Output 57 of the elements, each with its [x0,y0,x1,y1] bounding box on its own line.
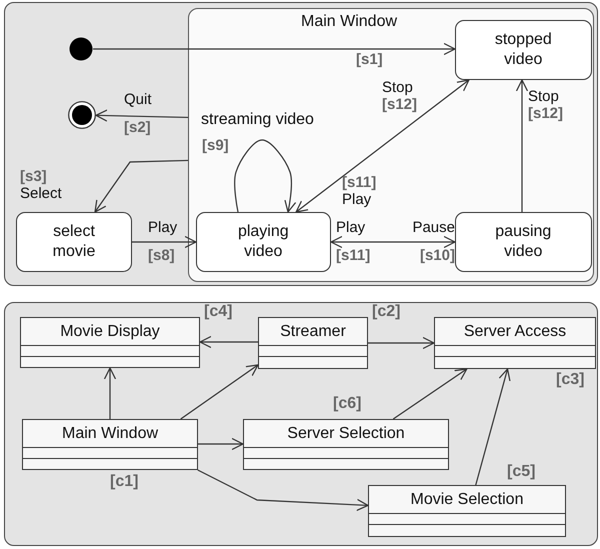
association-arrow [198,438,244,450]
state-box [196,212,331,272]
class-name: Movie Display [59,322,161,342]
association-arrow [392,368,468,420]
association-arrow [197,469,369,511]
association-arrow [475,368,511,486]
association-arrow [199,336,258,348]
class-box [258,317,368,369]
edge-label: Pause [s10] [411,218,455,266]
transition-arrow [516,79,528,212]
edge-label: [s3] Select [20,168,63,202]
initial-state [69,37,93,61]
state-box [16,212,132,272]
state-name: stopped video [494,30,553,70]
state-name: select movie [52,222,96,262]
edge-label: Stop [s12] [382,79,418,114]
edge-label: Quit [s2] [124,90,153,138]
class-box [243,419,449,470]
composite-state [188,8,594,282]
class-tag: [c3] [556,371,584,390]
class-box [20,317,200,368]
class-name: Main Window [60,424,160,444]
class-box [22,419,198,470]
class-name: Movie Selection [410,490,524,510]
state-name: playing video [236,222,290,262]
transition-arrow [93,42,456,56]
edge-label: Stop [s12] [528,88,564,122]
class-box [434,317,596,369]
transition-arrow [94,160,188,213]
state-name: pausing video [494,222,552,262]
state-box [454,212,592,272]
state-box [454,20,592,80]
class-tag: [c5] [507,463,536,482]
association-arrow [368,336,435,350]
transition-arrow [330,236,456,248]
class-tag: [c1] [110,473,138,492]
class-name: Server Selection [286,424,406,444]
class-tag: [c6] [333,395,362,414]
transition-arrow [234,139,296,213]
association-arrow [180,364,259,420]
region-label: streaming video [201,111,314,129]
state-name: Main Window [301,13,398,31]
transition-label: [s11] Play [342,174,378,208]
transition-label: Play [s11] [336,218,372,266]
class-name: Streamer [279,322,347,342]
class-tag: [c2] [372,303,400,322]
edge-label: Play [s8] [148,218,178,266]
class-name: Server Access [462,322,568,342]
transition-arrow [132,236,197,248]
class-box [368,485,566,537]
class-tag: [c4] [204,303,232,322]
edge-label: [s9] [202,137,229,154]
transition-arrow [296,79,470,213]
association-arrow [104,367,116,419]
transition-arrow [95,109,188,122]
final-state [68,101,96,129]
edge-label: [s1] [356,51,383,68]
